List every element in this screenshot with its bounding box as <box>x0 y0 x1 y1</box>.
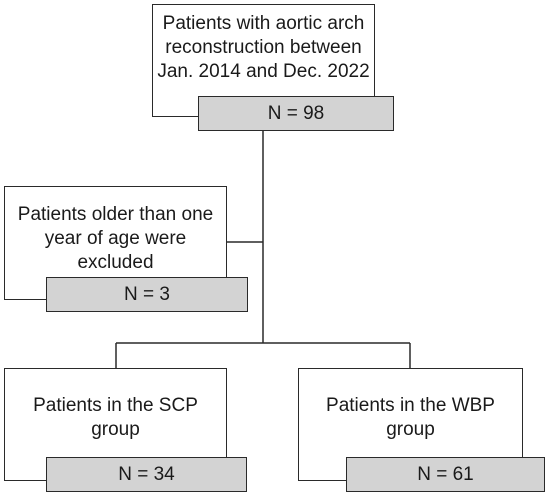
wbp-group-count: N = 61 <box>346 457 545 492</box>
total-patients-count: N = 98 <box>198 96 394 131</box>
wbp-group-label: Patients in the WBP group <box>326 395 495 440</box>
wbp-group-box: Patients in the WBP group <box>298 368 523 481</box>
total-patients-label: Patients with aortic arch reconstruction… <box>157 13 370 82</box>
scp-group-count: N = 34 <box>46 457 247 492</box>
scp-group-label: Patients in the SCP group <box>33 395 198 440</box>
total-patients-box: Patients with aortic arch reconstruction… <box>152 4 375 117</box>
excluded-patients-label: Patients older than one year of age were… <box>17 204 214 273</box>
excluded-patients-count: N = 3 <box>46 277 248 312</box>
